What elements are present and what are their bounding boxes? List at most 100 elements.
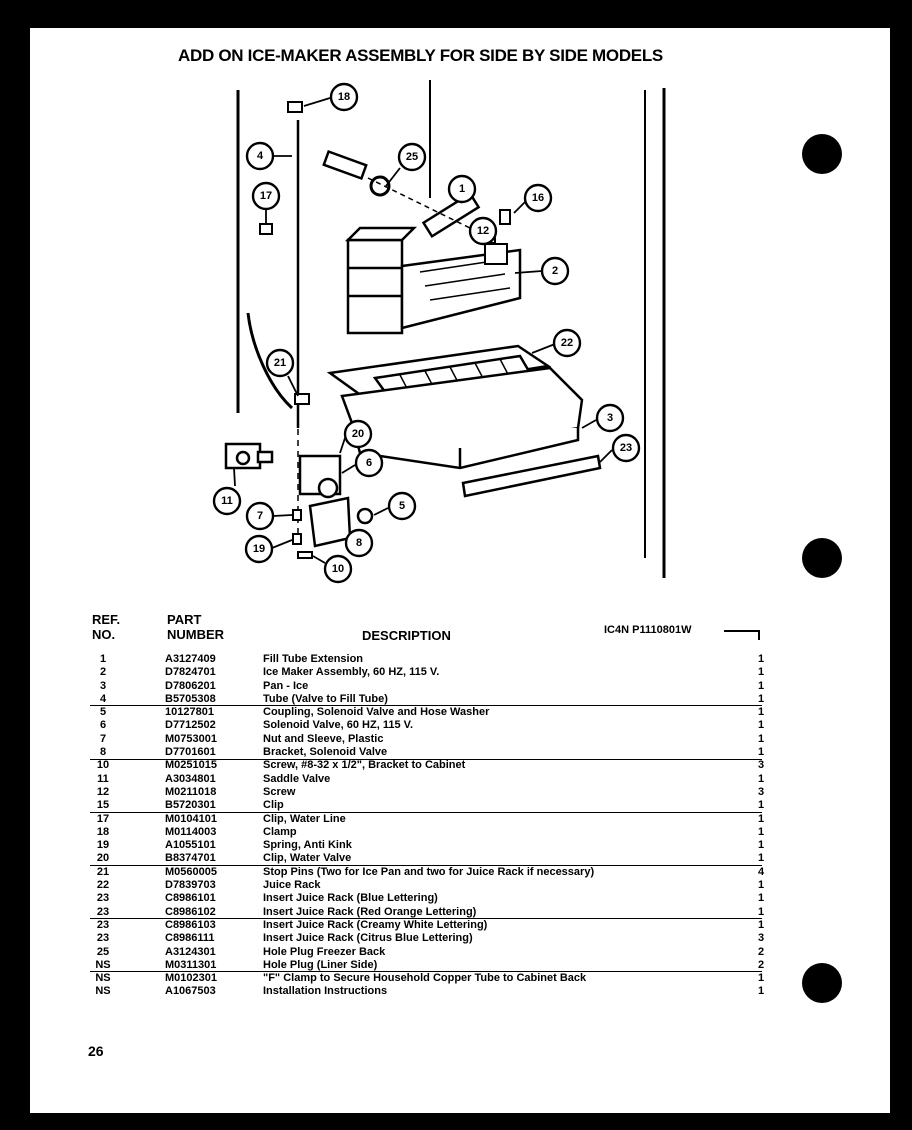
part-number-cell: D7806201 — [165, 679, 216, 692]
svg-text:1: 1 — [459, 183, 465, 195]
group-separator — [90, 705, 762, 706]
quantity-cell: 2 — [757, 945, 765, 958]
coupling-fitting — [322, 149, 471, 229]
description-cell: Clip, Water Valve — [263, 852, 352, 865]
quantity-cell: 1 — [757, 692, 765, 705]
ref-cell: 23 — [96, 892, 110, 905]
description-cell: Installation Instructions — [263, 985, 388, 998]
solenoid-valve — [298, 454, 374, 548]
svg-text:2: 2 — [552, 265, 558, 277]
description-cell: Hole Plug Freezer Back — [263, 945, 386, 958]
callout-16: 16 — [523, 183, 553, 213]
quantity-cell: 1 — [757, 719, 765, 732]
ref-cell: 19 — [96, 839, 110, 852]
description-cell: Pan - Ice — [263, 679, 309, 692]
quantity-cell: 1 — [757, 905, 765, 918]
part-number-cell: M0104101 — [165, 812, 217, 825]
quantity-cell: 1 — [757, 839, 765, 852]
table-row: 3 D7806201 Pan - Ice 1 — [90, 680, 780, 693]
description-cell: Insert Juice Rack (Blue Lettering) — [263, 892, 438, 905]
description-cell: Tube (Valve to Fill Tube) — [263, 692, 388, 705]
part-number-cell: A3127409 — [165, 653, 216, 665]
svg-text:21: 21 — [274, 357, 286, 369]
description-cell: Screw — [263, 785, 296, 798]
svg-text:22: 22 — [561, 337, 573, 349]
description-cell: Insert Juice Rack (Citrus Blue Lettering… — [263, 932, 473, 945]
callout-6: 6 — [354, 448, 384, 478]
ice-maker-assembly — [344, 226, 522, 335]
description-cell: "F" Clamp to Secure Household Copper Tub… — [263, 972, 587, 985]
ref-cell: 7 — [99, 732, 107, 745]
ref-cell: 10 — [96, 759, 110, 772]
callout-25: 25 — [397, 142, 427, 172]
group-separator — [90, 812, 762, 813]
ref-cell: 23 — [96, 918, 110, 931]
svg-text:7: 7 — [257, 510, 263, 522]
part-number-cell: B5705308 — [165, 692, 216, 705]
callout-3: 3 — [595, 403, 625, 433]
part-number-cell: M0251015 — [165, 759, 217, 772]
quantity-cell: 3 — [757, 932, 765, 945]
ref-cell: NS — [95, 985, 111, 998]
part-number-cell: C8986102 — [165, 905, 216, 918]
description-cell: Nut and Sleeve, Plastic — [263, 732, 384, 745]
callout-7: 7 — [245, 501, 275, 531]
ref-cell: 21 — [96, 865, 110, 878]
ref-cell: 22 — [96, 879, 110, 892]
part-number-cell: M0211018 — [165, 785, 217, 798]
binder-hole-middle — [802, 538, 842, 578]
quantity-cell: 1 — [757, 679, 765, 692]
ref-cell: 23 — [96, 905, 110, 918]
part-number-cell: A1055101 — [165, 839, 216, 852]
callout-8: 8 — [344, 528, 374, 558]
juice-rack-insert — [461, 454, 602, 498]
quantity-cell: 3 — [757, 759, 765, 772]
part-number-cell: A3034801 — [165, 772, 216, 785]
group-separator — [90, 759, 762, 760]
quantity-cell: 4 — [757, 865, 765, 878]
page-number: 26 — [88, 1043, 104, 1059]
description-cell: Juice Rack — [263, 879, 321, 892]
part-number-cell: D7839703 — [165, 879, 216, 892]
description-cell: Bracket, Solenoid Valve — [263, 746, 388, 759]
ref-cell: 3 — [99, 679, 107, 692]
svg-text:16: 16 — [532, 192, 544, 204]
callout-12: 12 — [468, 216, 498, 246]
part-number-cell: M0311301 — [165, 958, 217, 971]
description-header: DESCRIPTION — [362, 628, 451, 643]
callout-22: 22 — [552, 328, 582, 358]
quantity-cell: 1 — [757, 918, 765, 931]
svg-text:10: 10 — [332, 563, 344, 575]
callout-19: 19 — [244, 534, 274, 564]
part-number-cell: C8986111 — [165, 932, 215, 945]
group-separator — [90, 918, 762, 919]
group-separator — [90, 971, 762, 972]
quantity-cell: 2 — [757, 958, 765, 971]
part-number-cell: 10127801 — [165, 706, 214, 719]
ref-cell: 25 — [96, 945, 110, 958]
svg-text:18: 18 — [338, 91, 350, 103]
callout-2: 2 — [540, 256, 570, 286]
quantity-cell: 1 — [757, 772, 765, 785]
water-tube — [246, 203, 299, 548]
callout-18: 18 — [329, 82, 359, 112]
svg-text:6: 6 — [366, 457, 372, 469]
svg-text:11: 11 — [221, 495, 233, 507]
ref-cell: 23 — [96, 932, 110, 945]
